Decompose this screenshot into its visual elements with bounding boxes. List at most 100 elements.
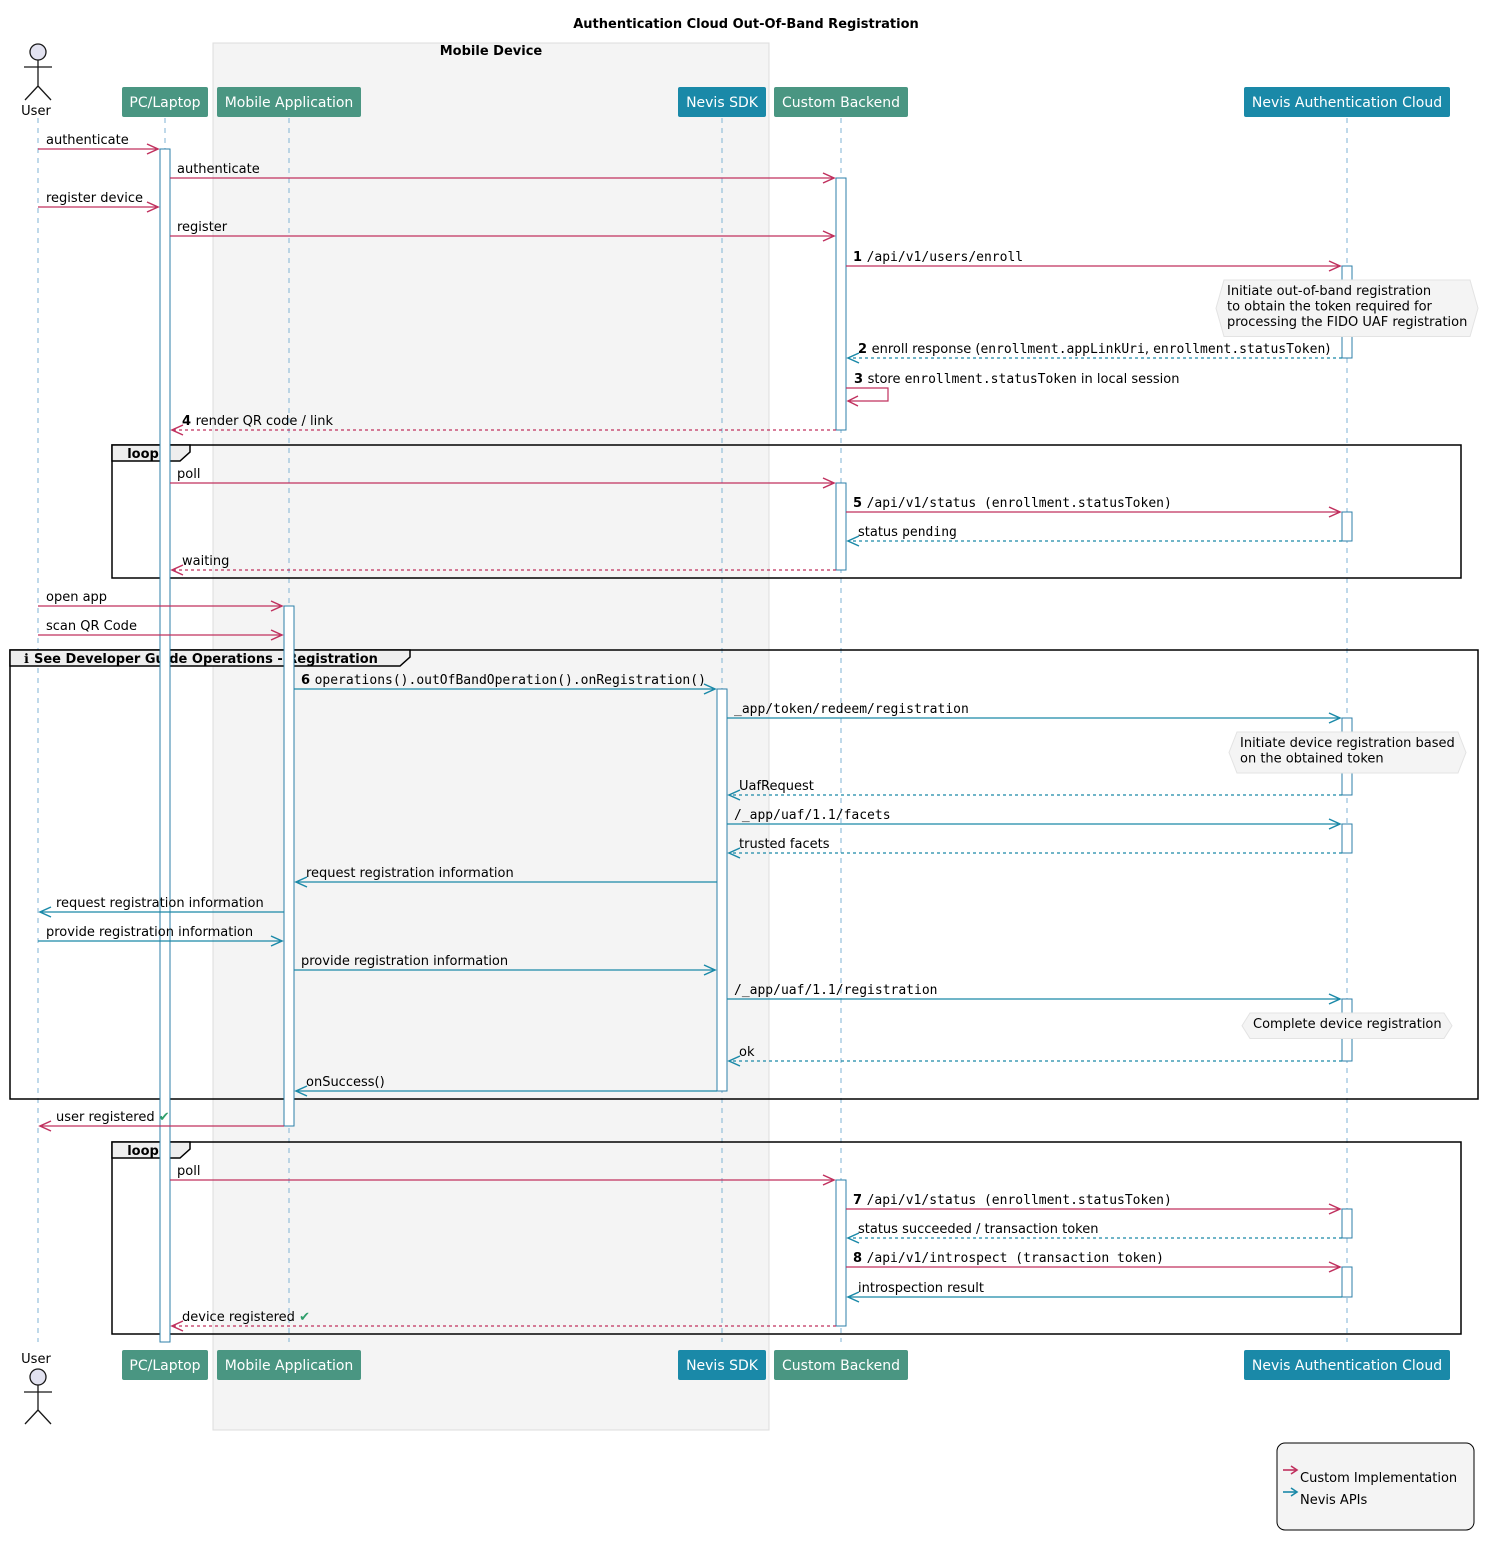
- participant-label: PC/Laptop: [129, 1358, 200, 1374]
- mobile-device-box: [212, 42, 770, 1431]
- participant-box: [678, 87, 766, 117]
- message-text: status succeeded / transaction token: [858, 1222, 1098, 1237]
- actor-body: [24, 60, 52, 101]
- message-text: /api/v1/introspect (transaction token): [867, 1251, 1164, 1266]
- message-number: 4: [182, 414, 196, 429]
- message-label: 3 store enrollment.statusToken in local …: [854, 372, 1179, 387]
- message-text: trusted facets: [739, 837, 830, 852]
- arrow-head: [270, 600, 284, 612]
- message-16: _app/token/redeem/registration: [727, 702, 1342, 724]
- arrow-head: [270, 935, 284, 947]
- message-label: 2 enroll response (enrollment.appLinkUri…: [858, 342, 1330, 357]
- message-text: _app/token/redeem/registration: [734, 702, 969, 717]
- participant-app-bottom: Mobile Application: [217, 1350, 361, 1380]
- message-text: enroll response (: [872, 342, 981, 357]
- note-shape: [1215, 279, 1479, 337]
- message-text: ,: [1145, 342, 1153, 357]
- legend-arrow-head: [1290, 1487, 1299, 1497]
- message-text: authenticate: [177, 162, 260, 177]
- message-text: poll: [177, 1164, 200, 1179]
- group-label: loop: [127, 1144, 159, 1159]
- message-label: provide registration information: [301, 954, 508, 969]
- activation-bar-pc: [159, 148, 171, 1343]
- mobile-device-box-label: Mobile Device: [440, 44, 543, 59]
- legend-arrow-head: [1290, 1465, 1299, 1475]
- message-number: 1: [853, 250, 867, 265]
- arrow-head: [170, 564, 184, 576]
- note-line: Initiate device registration based: [1240, 736, 1455, 751]
- message-27: user registered ✔: [38, 1110, 284, 1132]
- arrow-head: [1328, 712, 1342, 724]
- activation-bar-backend: [835, 482, 847, 571]
- message-label: user registered ✔: [56, 1110, 170, 1125]
- message-17: UafRequest: [727, 779, 1342, 801]
- message-20: request registration information: [294, 866, 717, 888]
- legend-label: Custom Implementation: [1300, 1471, 1457, 1486]
- group-border: [111, 1141, 1462, 1335]
- message-line: [846, 387, 889, 402]
- message-label: poll: [177, 1164, 200, 1179]
- message-text: register: [177, 220, 228, 235]
- note-line: processing the FIDO UAF registration: [1227, 315, 1467, 330]
- message-label: provide registration information: [46, 925, 253, 940]
- message-text: user registered: [56, 1110, 159, 1125]
- message-3: register device: [38, 191, 160, 213]
- message-text: /api/v1/status (enrollment.statusToken): [867, 496, 1172, 511]
- message-label: _app/token/redeem/registration: [734, 702, 969, 717]
- message-6: 2 enroll response (enrollment.appLinkUri…: [846, 342, 1342, 364]
- message-19: trusted facets: [727, 837, 1342, 859]
- message-9: poll: [170, 467, 836, 489]
- note-line: Initiate out-of-band registration: [1227, 284, 1431, 299]
- actor-label: User: [21, 104, 51, 119]
- arrow-head: [822, 477, 836, 489]
- arrow-head: [727, 1055, 741, 1067]
- message-number: 6: [301, 673, 315, 688]
- group-tab: [9, 649, 411, 667]
- message-label: authenticate: [177, 162, 260, 177]
- message-text: /_app/uaf/1.1/registration: [734, 983, 938, 998]
- message-text: enrollment.statusToken: [905, 372, 1077, 387]
- participant-app-top: Mobile Application: [217, 87, 361, 117]
- message-label: UafRequest: [739, 779, 814, 794]
- arrow-head: [1328, 818, 1342, 830]
- arrow-head: [38, 1120, 52, 1132]
- message-12: waiting: [170, 554, 836, 576]
- actor-head: [29, 43, 47, 61]
- message-text: ): [1325, 342, 1330, 357]
- message-31: 8 /api/v1/introspect (transaction token): [846, 1251, 1342, 1273]
- legend-label: Nevis APIs: [1300, 1493, 1367, 1508]
- message-number: 8: [853, 1251, 867, 1266]
- arrow-head: [1328, 506, 1342, 518]
- arrow-head: [727, 789, 741, 801]
- message-label: /_app/uaf/1.1/registration: [734, 983, 938, 998]
- participant-backend-top: Custom Backend: [774, 87, 908, 117]
- message-text: open app: [46, 590, 107, 605]
- message-text: introspection result: [858, 1281, 984, 1296]
- participant-box: [122, 1350, 208, 1380]
- activation-bar-cloud: [1341, 1208, 1353, 1239]
- message-label: status pending: [858, 525, 957, 540]
- message-label: scan QR Code: [46, 619, 137, 634]
- message-8: 4 render QR code / link: [170, 414, 836, 436]
- participant-box: [774, 1350, 908, 1380]
- participant-label: Mobile Application: [225, 95, 354, 111]
- check-icon: ✔: [159, 1110, 170, 1125]
- message-22: provide registration information: [38, 925, 284, 947]
- arrow-head: [703, 683, 717, 695]
- message-label: trusted facets: [739, 837, 830, 852]
- participant-label: Nevis SDK: [686, 1358, 759, 1374]
- arrow-head: [822, 1174, 836, 1186]
- message-4: register: [170, 220, 836, 242]
- message-label: request registration information: [306, 866, 514, 881]
- message-text: ok: [739, 1045, 755, 1060]
- message-text: request registration information: [56, 896, 264, 911]
- note-line: Complete device registration: [1253, 1017, 1442, 1032]
- message-7: 3 store enrollment.statusToken in local …: [846, 372, 1179, 407]
- message-label: /_app/uaf/1.1/facets: [734, 808, 891, 823]
- message-label: waiting: [182, 554, 229, 569]
- activation-bar-cloud: [1341, 1266, 1353, 1298]
- participant-cloud-bottom: Nevis Authentication Cloud: [1244, 1350, 1450, 1380]
- message-33: device registered ✔: [170, 1310, 836, 1332]
